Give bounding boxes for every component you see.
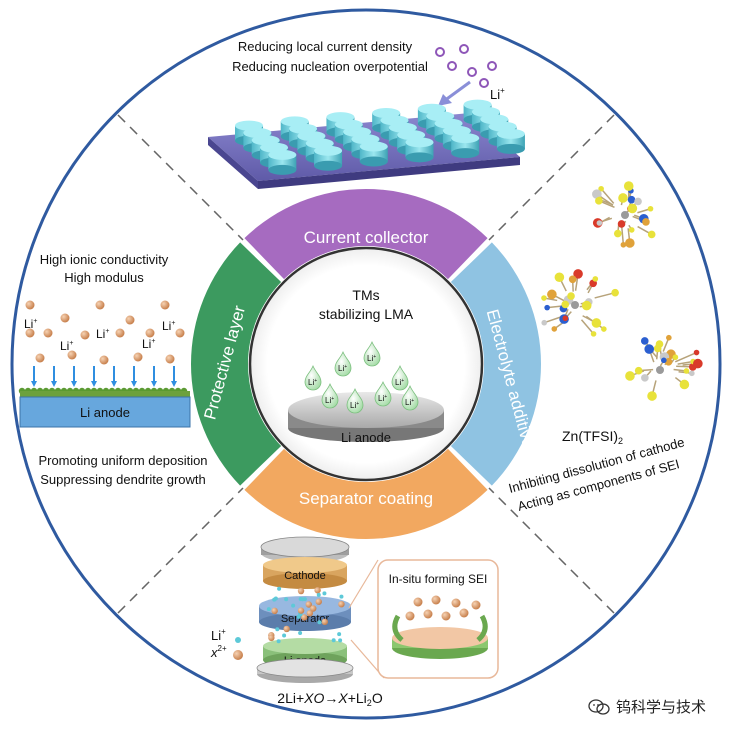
li-ions-top [435, 44, 497, 106]
reaction-equation: 2Li+XO→X+Li2O [277, 690, 383, 708]
left-anode-label: Li anode [80, 405, 130, 420]
ring-label-separator-coating: Separator coating [299, 489, 433, 508]
center-anode-label: Li anode [341, 430, 391, 445]
left-text-line3: Promoting uniform deposition [38, 453, 207, 468]
center-subtitle: stabilizing LMA [319, 306, 414, 322]
droplet-li-label: Li+ [308, 378, 317, 387]
ring-segment-protective-layer [191, 242, 282, 486]
droplet-li-label: Li+ [325, 396, 334, 405]
sei-label: In-situ forming SEI [389, 572, 488, 586]
li-ion-label: Li+ [24, 317, 37, 331]
droplet-li-label: Li+ [395, 378, 404, 387]
left-text-line2: High modulus [64, 270, 144, 285]
arrow-icon [443, 80, 471, 103]
current-collector-3d [208, 99, 525, 189]
ring-segment-separator-coating [244, 448, 488, 540]
watermark-text: 钨科学与技术 [615, 698, 706, 716]
legend-li-dot [235, 637, 241, 643]
zn-tfsi-molecules [541, 181, 703, 401]
ring-segment-electrolyte-additive [450, 242, 541, 486]
li-droplets: Li+ Li+ Li+ Li+ Li+ Li+ Li+ Li+ [304, 340, 419, 414]
compound-label: Zn(TFSI)2 [562, 428, 623, 446]
left-text-line4: Suppressing dendrite growth [40, 472, 206, 487]
legend-x-label: x2+ [210, 644, 227, 660]
cathode-label: Cathode [284, 570, 326, 582]
center-title: TMs [352, 287, 379, 303]
li-ion-label: Li+ [60, 339, 73, 353]
droplet-li-label: Li+ [367, 354, 376, 363]
droplet-li-label: Li+ [405, 398, 414, 407]
sei-disk [392, 595, 488, 659]
droplet-li-label: Li+ [378, 394, 387, 403]
battery-stack: Cathode Separator Li anode [256, 536, 354, 683]
legend-li-label: Li+ [211, 627, 226, 643]
li-ion-label: Li+ [162, 319, 175, 333]
li-ion-label: Li+ [142, 337, 155, 351]
watermark: 钨科学与技术 [588, 696, 706, 717]
droplet-li-label: Li+ [338, 364, 347, 373]
quadrant-dividers [117, 114, 615, 614]
left-text-line1: High ionic conductivity [40, 252, 169, 267]
top-text-line1: Reducing local current density [238, 39, 413, 54]
wechat-icon [588, 698, 610, 715]
center-circle [248, 246, 484, 482]
left-li-anode: Li anode [19, 391, 191, 428]
li-ions-left [25, 300, 185, 365]
top-li-label: Li+ [490, 86, 505, 102]
ring-label-current-collector: Current collector [304, 228, 429, 247]
top-text-line2: Reducing nucleation overpotential [232, 59, 428, 74]
strategy-ring [191, 189, 541, 540]
center-li-anode: Li anode [288, 392, 444, 445]
legend-x-dot [233, 650, 243, 660]
ring-segment-current-collector [244, 189, 488, 280]
li-ion-label: Li+ [96, 327, 109, 341]
droplet-li-label: Li+ [350, 401, 359, 410]
